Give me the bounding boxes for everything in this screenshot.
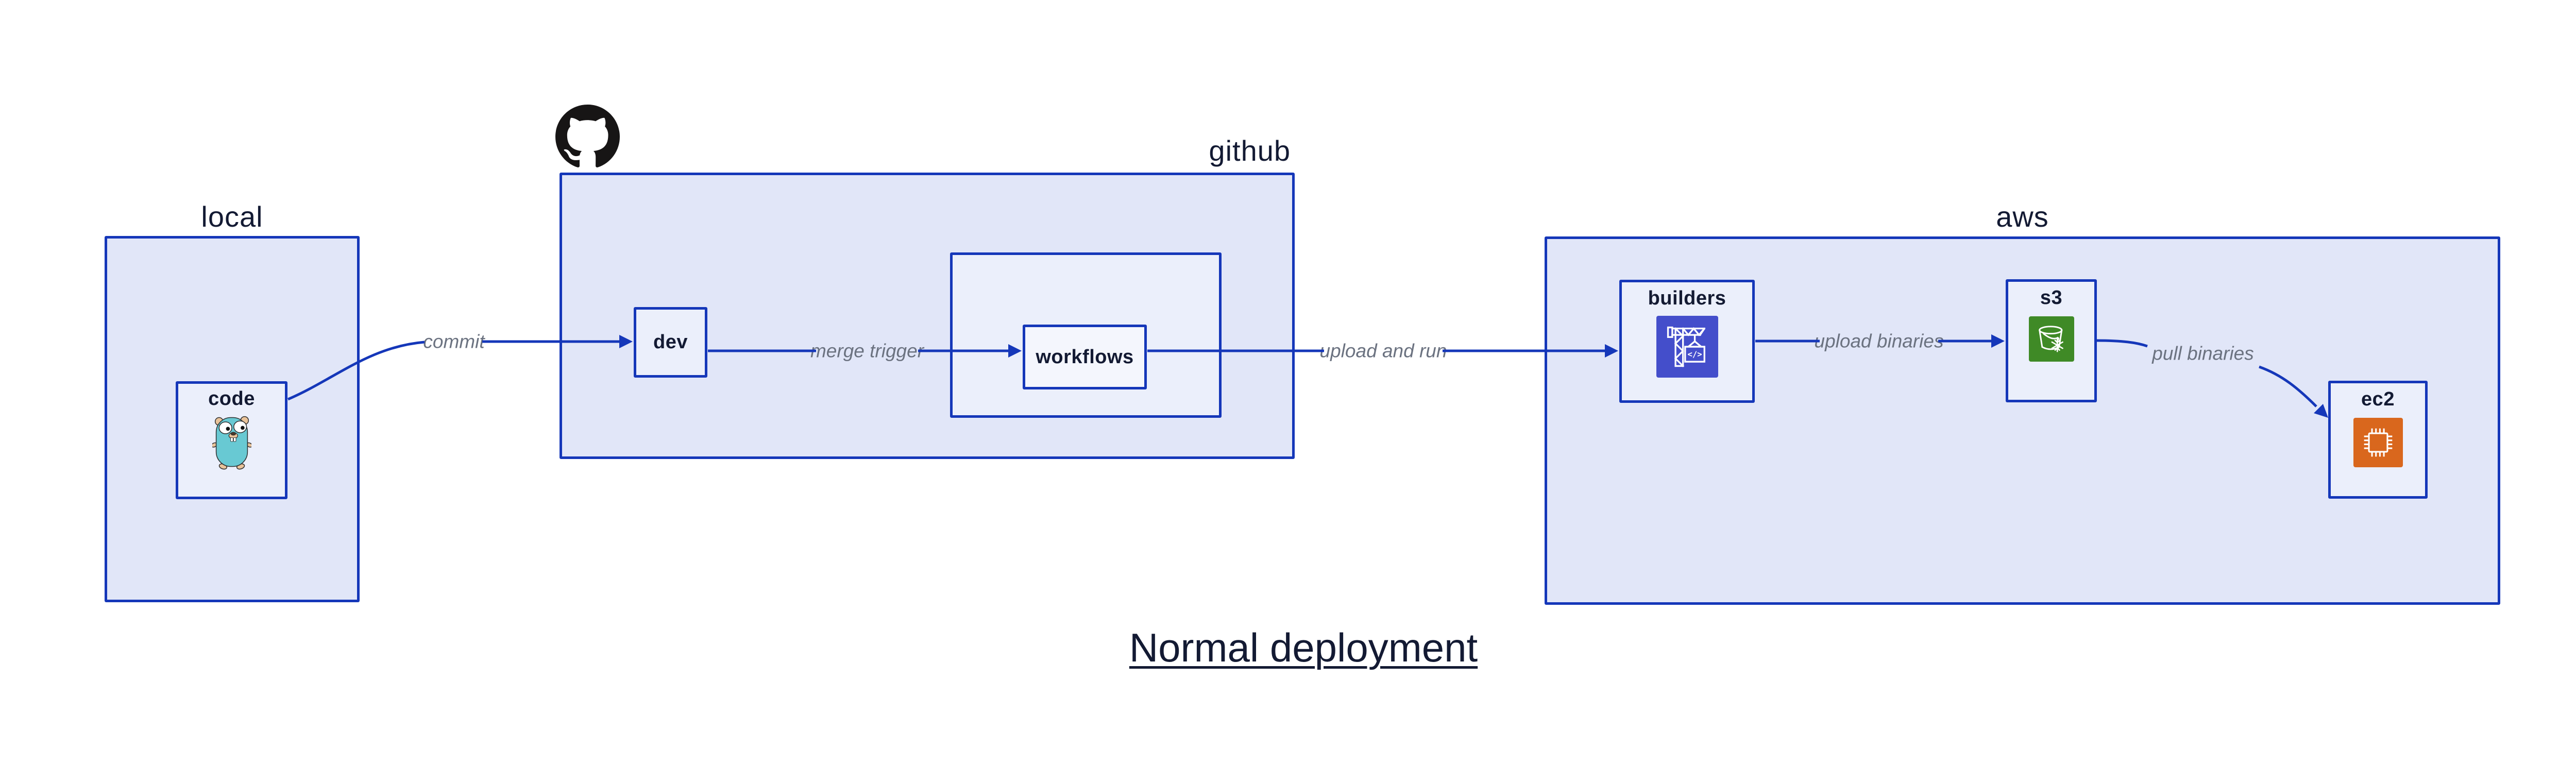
node-builders-label: builders: [1648, 287, 1726, 309]
builders-icon-glyph: </>: [1687, 350, 1702, 359]
group-label-aws: aws: [1996, 200, 2049, 233]
diagram-title: Normal deployment: [1082, 624, 1525, 671]
node-code: code: [176, 381, 287, 499]
diagram-title-text: Normal deployment: [1129, 625, 1478, 670]
go-gopher-icon: [211, 414, 252, 472]
node-workflows: workflows: [1023, 325, 1147, 389]
github-octocat-icon: [555, 105, 620, 172]
edge-label-merge-trigger: merge trigger: [810, 340, 924, 362]
edge-label-upload-and-run: upload and run: [1319, 340, 1447, 362]
node-s3: s3: [2006, 279, 2097, 402]
ec2-chip-icon: [2353, 418, 2403, 467]
group-label-github: github: [1209, 134, 1291, 167]
node-code-label: code: [208, 388, 255, 410]
node-workflows-label: workflows: [1036, 346, 1134, 368]
node-dev: dev: [634, 307, 707, 378]
node-ec2-label: ec2: [2361, 388, 2395, 410]
node-builders: builders </>: [1619, 280, 1755, 403]
edge-label-upload-binaries: upload binaries: [1814, 330, 1944, 352]
node-ec2: ec2: [2328, 381, 2428, 499]
node-dev-label: dev: [653, 331, 688, 353]
s3-bucket-icon: [2028, 316, 2074, 362]
edge-label-pull-binaries: pull binaries: [2152, 343, 2254, 364]
edge-label-commit: commit: [423, 331, 485, 352]
group-label-local: local: [201, 200, 263, 233]
codebuild-crane-icon: </>: [1656, 316, 1718, 378]
node-s3-label: s3: [2040, 287, 2063, 309]
